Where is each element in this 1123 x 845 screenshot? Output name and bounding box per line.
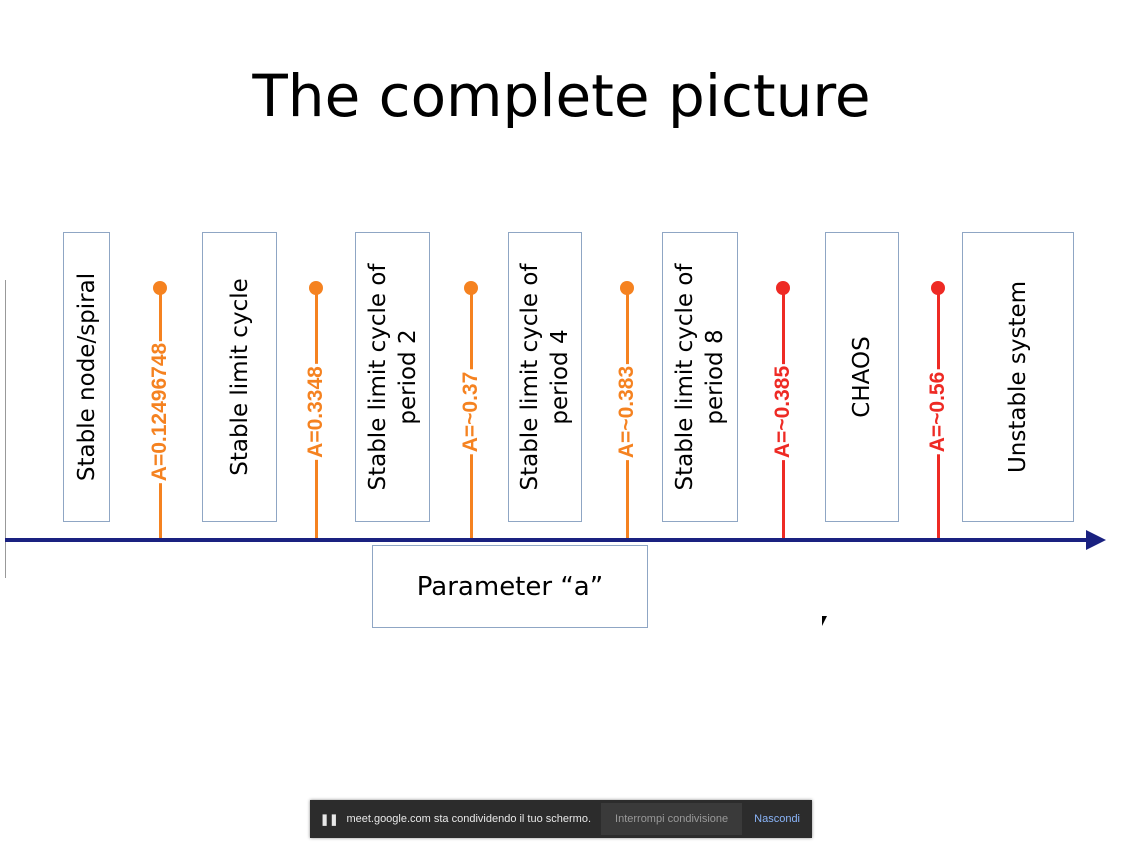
region-label: CHAOS [849,336,875,418]
region-label: Stable limit cycle [226,278,253,476]
axis-arrow-icon [1086,530,1106,550]
region-box: Stable limit cycle of period 4 [508,232,582,522]
region-label: Stable limit cycle of period 4 [517,263,573,491]
threshold-dot-icon [931,281,945,295]
screen-share-bar: ❚❚ meet.google.com sta condividendo il t… [310,800,812,838]
threshold-dot-icon [464,281,478,295]
region-label: Stable limit cycle of period 8 [672,263,728,491]
mouse-cursor-icon [822,616,827,626]
region-box: Stable limit cycle [202,232,277,522]
region-box: Stable node/spiral [63,232,110,522]
threshold-dot-icon [309,281,323,295]
region-label: Stable limit cycle of period 2 [364,263,421,491]
threshold-label: A=~0.56 [926,369,950,455]
stop-sharing-button[interactable]: Interrompi condivisione [601,803,743,835]
share-message: meet.google.com sta condividendo il tuo … [346,813,592,825]
region-box: CHAOS [825,232,899,522]
threshold-label: A=0.12496748 [148,340,172,484]
threshold-label: A=0.3348 [304,364,328,460]
slide-title: The complete picture [252,62,871,130]
region-label: Stable node/spiral [73,272,100,482]
threshold-dot-icon [153,281,167,295]
region-box: Stable limit cycle of period 2 [355,232,430,522]
threshold-label: A=~0.37 [459,369,483,455]
left-border-line [5,280,6,578]
threshold-label: A=~0.385 [771,363,795,461]
region-box: Stable limit cycle of period 8 [662,232,738,522]
threshold-dot-icon [620,281,634,295]
axis-label-box: Parameter “a” [372,545,648,628]
pause-icon: ❚❚ [320,813,339,826]
hide-button[interactable]: Nascondi [754,813,800,825]
threshold-label: A=~0.383 [615,363,639,461]
parameter-axis [5,538,1090,542]
region-box: Unstable system [962,232,1074,522]
axis-label: Parameter “a” [416,571,604,602]
threshold-dot-icon [776,281,790,295]
region-label: Unstable system [1005,280,1031,474]
